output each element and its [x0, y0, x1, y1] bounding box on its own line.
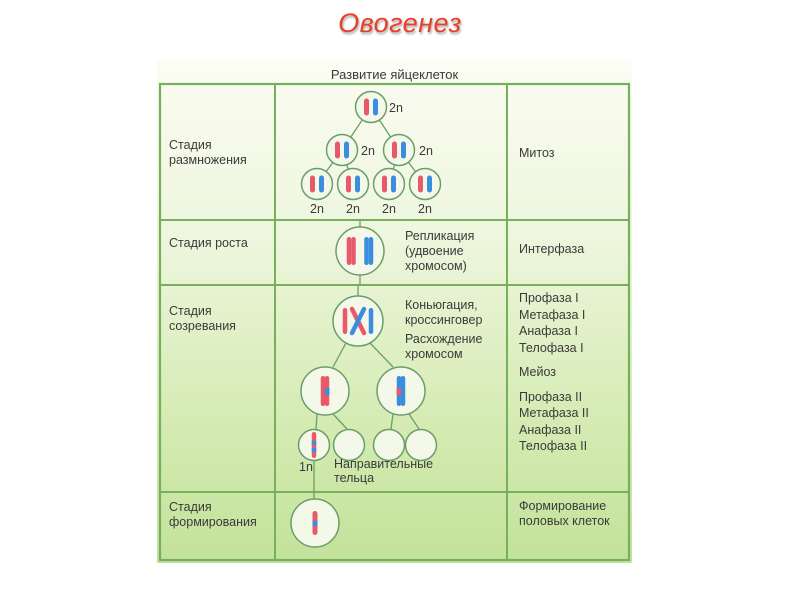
meiosis-phase: Анафаза I	[519, 324, 578, 338]
chromosome-red	[310, 175, 315, 193]
lineage-line	[369, 342, 394, 368]
spacer	[519, 381, 589, 389]
ploidy-label: 2n	[418, 202, 432, 216]
chromatid-red	[320, 376, 326, 406]
stage-label-maturation: Стадия созревания	[169, 304, 236, 333]
divergence-annotation: Расхождение	[405, 332, 483, 346]
process-label-meiosis: Мейоз	[519, 365, 557, 379]
chromosome-blue	[319, 175, 324, 193]
lineage-line	[332, 413, 348, 430]
table-border	[158, 82, 631, 562]
meiosis-phase: Профаза I	[519, 291, 579, 305]
crossover-segment-blue	[325, 388, 330, 395]
page-title: Овогенез	[338, 8, 462, 38]
cell-circle	[354, 90, 388, 124]
crossover-chromatid-blue	[349, 306, 367, 336]
cell-circle	[408, 167, 442, 201]
cell-circle	[325, 133, 359, 167]
meiosis-phase: Анафаза II	[519, 422, 582, 437]
polar-bodies-label: Направительные	[334, 457, 433, 471]
chromatid-blue	[364, 237, 369, 265]
crossover-segment-blue	[312, 521, 318, 526]
chromosome-blue	[355, 175, 360, 193]
chromosome-blue	[373, 98, 378, 116]
chromosome-red	[364, 98, 369, 116]
meiosis-phase: Телофаза II	[519, 439, 588, 453]
meiosis-phase: Метафаза I	[519, 307, 586, 322]
crossover-segment-blue	[311, 441, 317, 445]
stage-label-growth: Стадия роста	[169, 236, 248, 250]
chromosome-blue	[391, 175, 396, 193]
polar-body-cell	[372, 428, 406, 462]
chromosome-red	[335, 141, 340, 159]
replication-annotation: Репликация	[405, 229, 474, 243]
chromosome-red	[382, 175, 387, 193]
ploidy-label: 2n	[382, 202, 396, 216]
crossover-segment-blue	[311, 448, 317, 452]
ploidy-label: 2n	[310, 202, 324, 216]
meiosis-phase: Телофаза I	[519, 340, 584, 355]
stage-label-reproduction: Стадия размножения	[169, 138, 247, 167]
process-list-meiosis: Профаза I Метафаза I Анафаза I Телофаза I Ме…	[519, 290, 589, 455]
ploidy-label: 2n	[346, 202, 360, 216]
replication-annotation: (удвоение	[405, 244, 464, 258]
lineage-line	[332, 342, 347, 368]
chromatid-red	[342, 308, 348, 334]
spacer	[519, 356, 589, 364]
cell-circle	[300, 167, 334, 201]
chromosome-red	[392, 141, 397, 159]
crossover-segment-red	[396, 388, 401, 395]
replication-annotation: хромосом)	[405, 259, 467, 273]
meiosis-phase: Метафаза II	[519, 406, 589, 420]
conjugation-annotation: Коньюгация,	[405, 298, 478, 312]
lineage-line	[315, 413, 318, 430]
chromatid-blue	[368, 308, 374, 334]
process-label-mitosis: Митоз	[519, 146, 555, 160]
chromatid-blue	[368, 237, 374, 265]
cell-circle	[372, 167, 406, 201]
chromosome-red	[418, 175, 423, 193]
meiosis-phase: Профаза II	[519, 389, 583, 404]
chromosome-blue	[401, 141, 406, 159]
chromosome-blue	[427, 175, 432, 193]
panel-title: Развитие яйцеклеток	[330, 67, 459, 82]
cell-circle	[336, 167, 370, 201]
polar-body-cell	[404, 428, 438, 462]
chromosome-red	[346, 175, 351, 193]
ploidy-label: 2n	[361, 144, 375, 158]
polar-bodies-label: тельца	[334, 471, 374, 485]
ploidy-label: 2n	[389, 101, 403, 115]
process-label-interphase: Интерфаза	[519, 242, 585, 256]
stage-label-formation: Стадия формирования	[169, 500, 257, 529]
ploidy-label: 1n	[299, 460, 313, 474]
chromosome-blue	[344, 141, 349, 159]
chromatid-blue	[400, 376, 406, 406]
conjugation-annotation: кроссинговер	[405, 313, 482, 327]
cell-circle	[335, 226, 385, 276]
cell-circle	[382, 133, 416, 167]
divergence-annotation: хромосом	[405, 347, 463, 361]
ploidy-label: 2n	[419, 144, 433, 158]
process-label-gamete-formation: Формирование половых клеток	[519, 499, 610, 528]
chromatid-red	[346, 237, 352, 265]
polar-body-cell	[332, 428, 366, 462]
lineage-line	[408, 413, 420, 430]
chromatid-red	[351, 237, 356, 265]
lineage-line	[390, 413, 394, 430]
